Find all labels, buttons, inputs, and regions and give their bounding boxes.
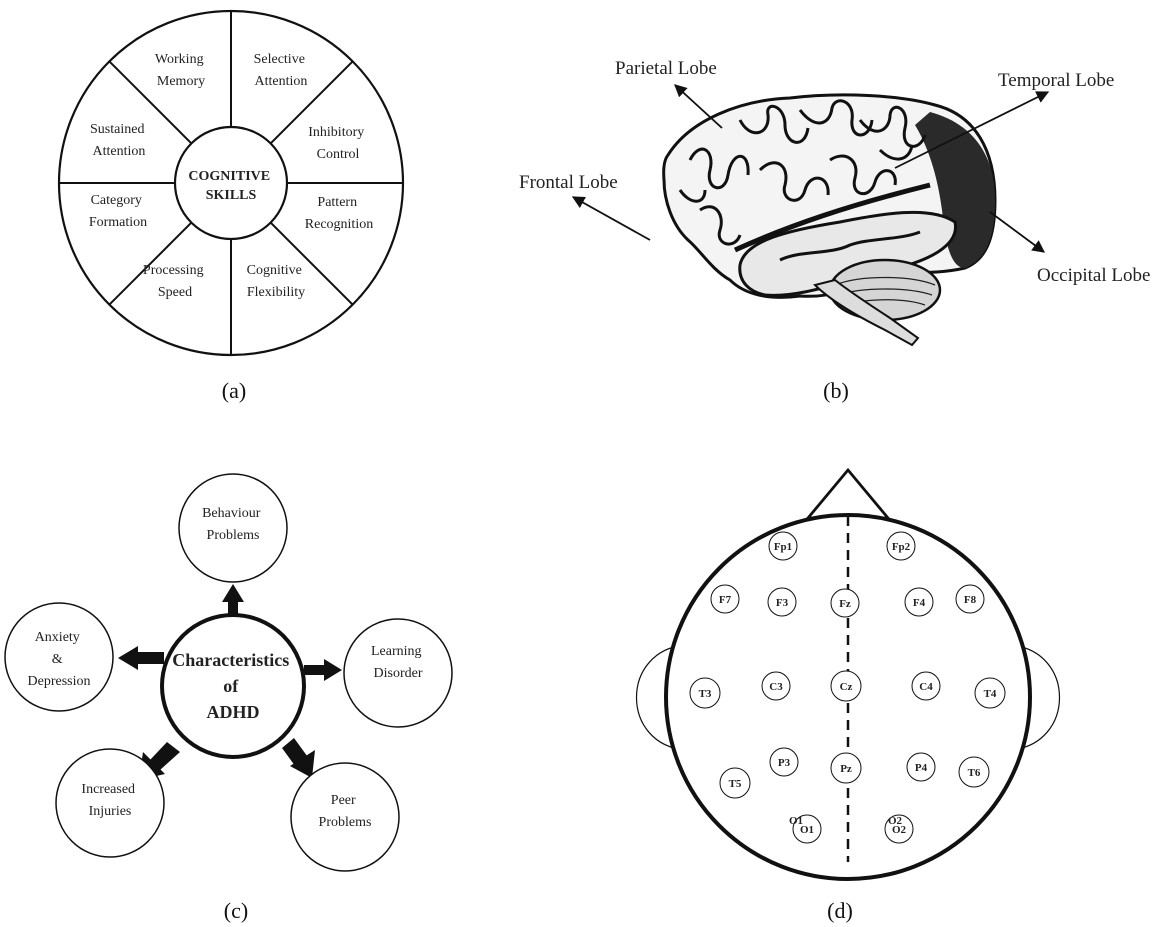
node-behaviour-problems <box>178 473 288 583</box>
wheel-spokes <box>59 11 403 355</box>
segment-inhibitory-control: Inhibitory Control <box>308 125 368 162</box>
panel-c-adhd-characteristics: Characteristics of ADHD Behaviour Proble… <box>4 473 453 923</box>
electrode-p3: P3 <box>769 747 799 777</box>
svg-text:Fp1: Fp1 <box>774 541 792 553</box>
svg-text:Pz: Pz <box>840 763 852 775</box>
svg-text:F8: F8 <box>964 594 977 606</box>
electrode-f8: F8 <box>955 584 985 614</box>
svg-text:F4: F4 <box>913 597 926 609</box>
node-increased-injuries <box>55 748 165 858</box>
lateral-fissure <box>733 182 931 253</box>
svg-text:O2: O2 <box>892 824 907 836</box>
svg-text:T5: T5 <box>729 778 742 790</box>
svg-text:Cz: Cz <box>840 681 853 693</box>
segment-sustained-attention: Sustained Attention <box>90 122 148 159</box>
label-frontal-lobe: Frontal Lobe <box>519 172 618 193</box>
electrode-fp2: Fp2 <box>886 531 916 561</box>
wheel-center-label: COGNITIVE SKILLS <box>188 169 273 203</box>
electrode-c4: C4 <box>911 671 941 701</box>
brainstem <box>813 278 920 347</box>
svg-text:F7: F7 <box>719 594 732 606</box>
temporal-lobe-shape <box>738 210 958 297</box>
electrode-fz: Fz <box>830 588 860 618</box>
svg-text:Fz: Fz <box>839 598 851 610</box>
electrode-c3: C3 <box>761 671 791 701</box>
arrow-parietal <box>674 84 723 129</box>
caption-c: (c) <box>224 898 248 923</box>
node-learning-label: Learning Disorder <box>371 644 425 681</box>
electrode-cz: Cz <box>830 670 862 702</box>
node-injuries-label: Increased Injuries <box>81 782 138 819</box>
arrow-temporal <box>894 91 1050 169</box>
electrode-f4: F4 <box>904 587 934 617</box>
electrode-pz: Pz <box>830 752 862 784</box>
svg-text:T6: T6 <box>968 767 981 779</box>
svg-text:C4: C4 <box>919 681 933 693</box>
caption-a: (a) <box>222 378 246 403</box>
svg-text:P4: P4 <box>915 762 928 774</box>
node-behaviour-label: Behaviour Problems <box>202 506 264 543</box>
electrode-p4: P4 <box>906 752 936 782</box>
characteristic-arrows <box>118 584 342 780</box>
brain-illustration <box>662 93 997 347</box>
segment-pattern-recognition: Pattern Recognition <box>305 195 373 232</box>
arrow-occipital <box>989 211 1046 253</box>
center-adhd-circle <box>160 613 306 759</box>
electrode-o2-overlap-label: O2 <box>888 815 903 827</box>
panel-d-eeg-electrode-map: Fp1 Fp2 F7 F3 Fz F4 F8 T3 C3 Cz C4 T4 T5… <box>635 467 1061 923</box>
segment-category-formation: Category Formation <box>89 193 147 230</box>
node-learning-disorder <box>343 618 453 728</box>
center-adhd-label: Characteristics of ADHD <box>172 650 293 722</box>
nose <box>805 467 891 520</box>
node-peer-problems <box>290 762 400 872</box>
svg-text:C3: C3 <box>769 681 783 693</box>
caption-d: (d) <box>827 898 853 923</box>
segment-working-memory: Working Memory <box>155 52 207 89</box>
svg-text:P3: P3 <box>778 757 791 769</box>
svg-text:O1: O1 <box>800 824 814 836</box>
electrode-f3: F3 <box>767 587 797 617</box>
panel-a-cognitive-skills-wheel: COGNITIVE SKILLS Working Memory Selectiv… <box>57 9 405 403</box>
electrode-t6: T6 <box>958 756 990 788</box>
electrode-t4: T4 <box>974 677 1006 709</box>
segment-cognitive-flexibility: Cognitive Flexibility <box>247 263 306 300</box>
node-anxiety-label: Anxiety & Depression <box>28 630 91 689</box>
svg-text:T3: T3 <box>699 688 712 700</box>
segment-selective-attention: Selective Attention <box>254 52 309 89</box>
occipital-shading <box>915 112 995 268</box>
node-anxiety-depression <box>4 602 114 712</box>
electrode-f7: F7 <box>710 584 740 614</box>
label-parietal-lobe: Parietal Lobe <box>615 58 717 79</box>
electrode-o1-overlap-label: O1 <box>789 815 803 827</box>
electrode-t5: T5 <box>719 767 751 799</box>
label-occipital-lobe: Occipital Lobe <box>1037 265 1150 286</box>
svg-text:T4: T4 <box>984 688 997 700</box>
electrode-fp1: Fp1 <box>768 531 798 561</box>
label-temporal-lobe: Temporal Lobe <box>998 70 1114 91</box>
gyri-folds <box>678 99 927 262</box>
arrow-frontal <box>571 196 651 241</box>
electrodes: Fp1 Fp2 F7 F3 Fz F4 F8 T3 C3 Cz C4 T4 T5… <box>689 531 1006 844</box>
caption-b: (b) <box>823 378 849 403</box>
segment-processing-speed: Processing Speed <box>143 263 207 300</box>
panel-b-brain-lobes: Parietal Lobe Temporal Lobe Frontal Lobe… <box>519 58 1150 403</box>
node-peer-label: Peer Problems <box>319 793 372 830</box>
svg-text:F3: F3 <box>776 597 789 609</box>
electrode-t3: T3 <box>689 677 721 709</box>
svg-text:Fp2: Fp2 <box>892 541 911 553</box>
